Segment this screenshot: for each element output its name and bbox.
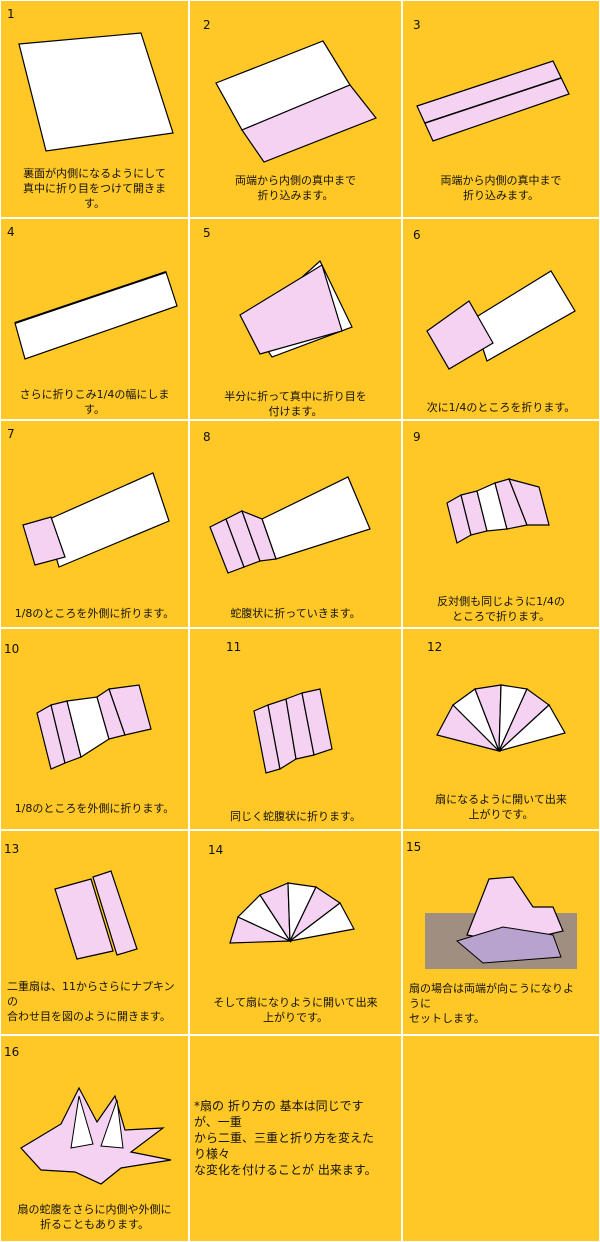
step-4-caption: さらに折りこみ1/4の幅にしま す。 <box>19 388 170 416</box>
step-3-illustration <box>416 60 570 142</box>
note-text: *扇の 折り方の 基本は同じです が、一重 から二重、三重と折り方を変えた り様… <box>194 1099 377 1177</box>
step-15-illustration <box>425 876 577 969</box>
step-12-panel: 12 扇になるように開いて出来 上がりです。 <box>403 629 599 829</box>
step-10-panel: 10 1/8のところを外側に折ります。 <box>1 629 188 829</box>
step-4-number: 4 <box>7 225 15 239</box>
step-6-illustration <box>426 270 576 370</box>
note-panel: *扇の 折り方の 基本は同じです が、一重 から二重、三重と折り方を変えた り様… <box>190 1036 401 1241</box>
step-7-illustration <box>22 472 170 568</box>
step-3-panel: 3 両端から内側の真中まで 折り込みます。 <box>403 1 599 217</box>
step-8-illustration <box>209 476 371 574</box>
step-14-number: 14 <box>208 843 224 857</box>
step-12-number: 12 <box>427 640 443 654</box>
step-13-number: 13 <box>4 842 20 856</box>
step-9-panel: 9 反対側も同じように1/4の ところで折ります。 <box>403 421 599 627</box>
step-15-panel: 15 扇の場合は両端が向こうになりよ うに セットします。 <box>403 831 599 1034</box>
step-7-caption: 1/8のところを外側に折ります。 <box>14 607 175 620</box>
step-11-caption: 同じく蛇腹状に折ります。 <box>230 810 361 823</box>
step-2-number: 2 <box>203 18 211 32</box>
step-11-number: 11 <box>226 640 242 654</box>
step-11-panel: 11 同じく蛇腹状に折ります。 <box>190 629 401 829</box>
step-16-number: 16 <box>4 1045 20 1059</box>
step-6-number: 6 <box>413 228 421 242</box>
step-10-number: 10 <box>4 642 20 656</box>
step-1-illustration <box>18 32 174 152</box>
step-9-caption: 反対側も同じように1/4の ところで折ります。 <box>437 595 565 623</box>
step-3-number: 3 <box>413 18 421 32</box>
step-12-illustration <box>436 684 566 753</box>
step-8-number: 8 <box>203 430 211 444</box>
step-16-panel: 16 扇の蛇腹をさらに内側や外側に 折ることもあります。 <box>1 1036 188 1241</box>
step-14-panel: 14 そして扇になりように開いて出来 上がりです。 <box>190 831 401 1034</box>
step-13-caption: 二重扇は、11からさらにナプキン の 合わせ目を図のように開きます。 <box>7 980 175 1023</box>
step-9-number: 9 <box>413 430 421 444</box>
step-7-number: 7 <box>7 427 15 441</box>
step-10-caption: 1/8のところを外側に折ります。 <box>14 802 175 815</box>
step-1-caption: 裏面が内側になるようにして 真中に折り目をつけて開きま す。 <box>23 167 166 210</box>
empty-panel <box>403 1036 599 1241</box>
step-5-panel: 5 半分に折って真中に折り目を 付けます。 <box>190 219 401 419</box>
step-5-caption: 半分に折って真中に折り目を 付けます。 <box>224 390 367 418</box>
step-1-number: 1 <box>7 7 15 21</box>
step-14-caption: そして扇になりように開いて出来 上がりです。 <box>213 996 378 1024</box>
step-15-caption: 扇の場合は両端が向こうになりよ うに セットします。 <box>409 982 574 1025</box>
step-2-caption: 両端から内側の真中まで 折り込みます。 <box>235 174 356 202</box>
step-6-panel: 6 次に1/4のところを折ります。 <box>403 219 599 419</box>
step-8-panel: 8 蛇腹状に折っていきます。 <box>190 421 401 627</box>
step-7-panel: 7 1/8のところを外側に折ります。 <box>1 421 188 627</box>
step-6-caption: 次に1/4のところを折ります。 <box>426 401 576 414</box>
step-4-panel: 4 さらに折りこみ1/4の幅にしま す。 <box>1 219 188 419</box>
step-16-caption: 扇の蛇腹をさらに内側や外側に 折ることもあります。 <box>17 1203 172 1231</box>
step-13-panel: 13 二重扇は、11からさらにナプキン の 合わせ目を図のように開きます。 <box>1 831 188 1034</box>
step-10-illustration <box>36 684 152 770</box>
step-5-number: 5 <box>203 226 211 240</box>
step-16-illustration <box>20 1086 172 1185</box>
step-13-illustration <box>54 870 138 960</box>
step-9-illustration <box>446 478 550 544</box>
step-12-caption: 扇になるように開いて出来 上がりです。 <box>435 793 567 821</box>
step-14-illustration <box>229 882 355 944</box>
step-2-panel: 2 両端から内側の真中まで 折り込みます。 <box>190 1 401 217</box>
step-5-illustration <box>239 260 353 358</box>
step-4-illustration <box>14 271 178 360</box>
step-8-caption: 蛇腹状に折っていきます。 <box>230 607 361 620</box>
step-11-illustration <box>253 688 333 774</box>
step-3-caption: 両端から内側の真中まで 折り込みます。 <box>440 174 562 202</box>
step-15-number: 15 <box>406 840 422 854</box>
step-1-panel: 1 裏面が内側になるようにして 真中に折り目をつけて開きま す。 <box>1 1 188 217</box>
step-2-illustration <box>215 40 377 163</box>
